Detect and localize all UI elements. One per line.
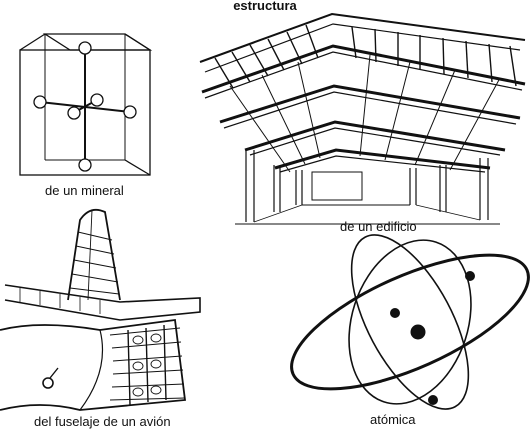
nucleus (410, 324, 426, 340)
electron (428, 395, 438, 405)
building-structure-illustration (199, 12, 526, 225)
mineral-structure-illustration (19, 33, 153, 176)
electron (390, 308, 400, 318)
page-title: estructura (233, 0, 297, 13)
airplane-fuselage-illustration (0, 208, 201, 411)
caption-mineral: de un mineral (45, 183, 124, 198)
atomic-structure-illustration (290, 234, 530, 410)
electron (465, 271, 475, 281)
caption-airplane: del fuselaje de un avión (34, 414, 171, 429)
caption-atomic: atómica (370, 412, 416, 427)
caption-building: de un edificio (340, 219, 417, 234)
